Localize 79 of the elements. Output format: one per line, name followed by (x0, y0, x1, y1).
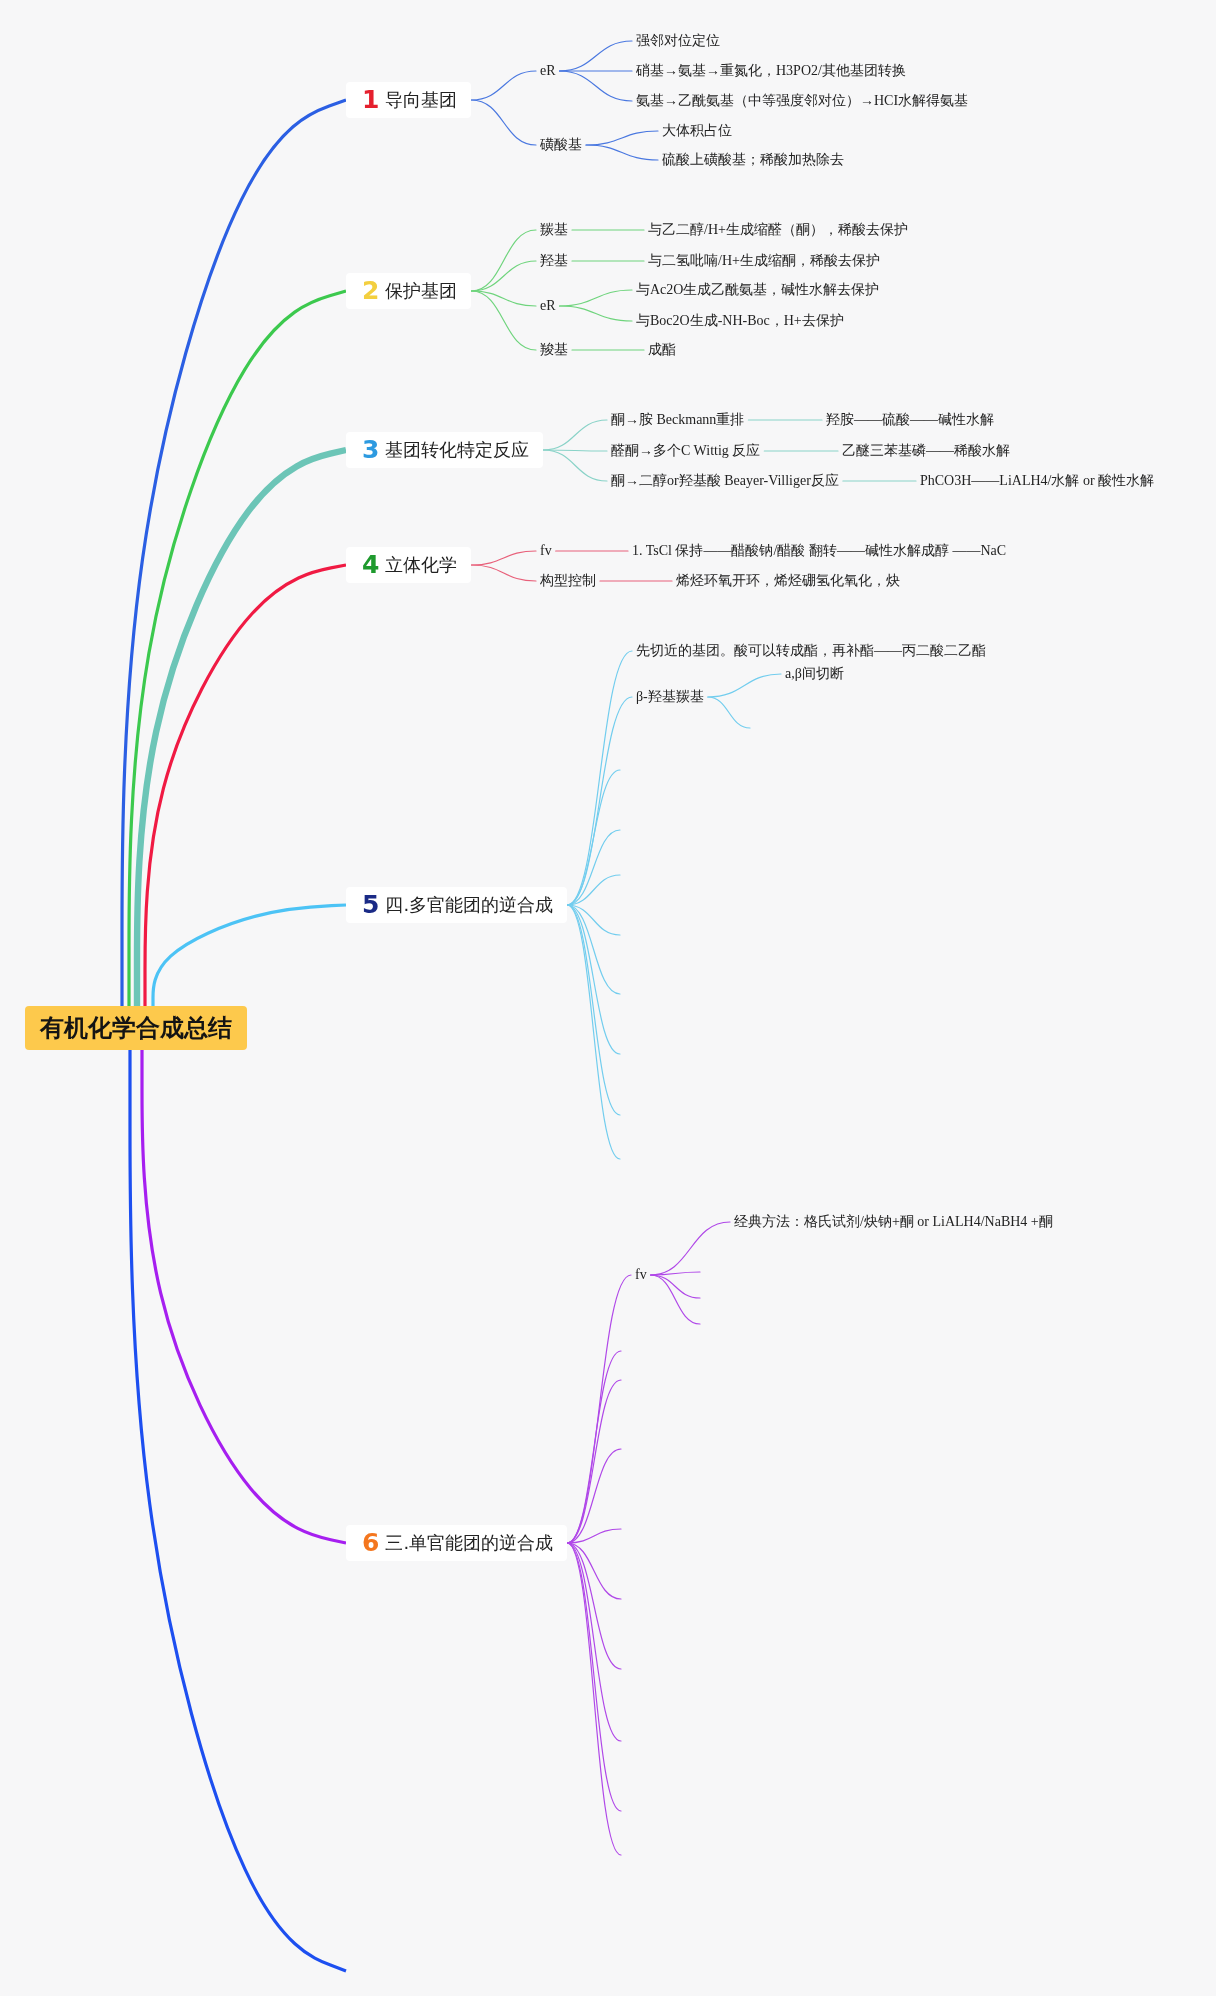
topic-title: 基团转化特定反应 (385, 438, 530, 462)
topic-title: 导向基团 (385, 88, 458, 112)
subtopic-text: fv (631, 1264, 651, 1286)
subtopic-text: 醛酮→多个C Wittig 反应 (607, 440, 765, 462)
subtopic-text: a,β间切断 (781, 663, 848, 685)
topic-number: 1 (362, 85, 380, 115)
branch-line (558, 305, 633, 322)
topic-box (346, 1525, 568, 1561)
subtopic-text: 酮→胺 Beckmann重排 (607, 409, 749, 431)
topic-title: 保护基团 (385, 279, 458, 303)
subtopic-text: 成酯 (644, 339, 680, 361)
subtopic-text: 1. TsCl 保持——醋酸钠/醋酸 翻转——碱性水解成醇 ——NaC (628, 540, 1011, 562)
branch-line (127, 289, 347, 1006)
branch-line (571, 349, 645, 351)
branch-line (747, 419, 823, 421)
subtopic-text: 与Ac2O生成乙酰氨基，碱性水解去保护 (632, 279, 884, 301)
branch-line (707, 696, 751, 729)
subtopic-text: 与乙二醇/H+生成缩醛（酮），稀酸去保护 (644, 219, 912, 241)
topic-title: 立体化学 (385, 553, 458, 577)
branch-line (707, 673, 782, 698)
subtopic-text: 乙醚三苯基磷——稀酸水解 (838, 440, 1014, 462)
subtopic-text: 先切近的基团。酸可以转成酯，再补酯——丙二酸二乙酯 (632, 640, 990, 662)
subtopic-text: 羧基 (536, 339, 572, 361)
subtopic-text: 经典方法：格氏试剂/炔钠+酮 or LiALH4/NaBH4 +酮 (730, 1211, 1057, 1233)
branch-line (650, 1274, 701, 1325)
branch-line (558, 70, 633, 102)
branch-line (133, 446, 347, 1006)
branch-line (151, 903, 347, 1006)
subtopic-text: 强邻对位定位 (632, 30, 724, 52)
topic-box (346, 887, 568, 923)
subtopic-text: PhCO3H——LiALH4/水解 or 酸性水解 (916, 470, 1159, 492)
branch-line (566, 904, 621, 1160)
subtopic-text: 氨基→乙酰氨基（中等强度邻对位）→HCI水解得氨基 (632, 90, 973, 112)
branch-line (470, 564, 537, 582)
topic-box (346, 432, 544, 468)
branch-line (763, 450, 839, 452)
subtopic-text: 大体积占位 (658, 120, 736, 142)
subtopic-text: 磺酸基 (536, 134, 586, 156)
topic-number: 3 (362, 435, 380, 465)
branch-line (650, 1274, 701, 1299)
root-topic: 有机化学合成总结 (25, 1006, 247, 1050)
branch-line (585, 144, 659, 161)
subtopic-text: fv (536, 540, 556, 562)
branch-line (143, 563, 347, 1006)
branch-line (470, 70, 537, 101)
branch-line (470, 290, 537, 351)
topic-number: 6 (362, 1528, 380, 1558)
branch-line (571, 260, 645, 262)
subtopic-text: 与二氢吡喃/H+生成缩酮，稀酸去保护 (644, 250, 884, 272)
branch-line (140, 1050, 347, 1545)
branch-line (599, 580, 673, 582)
branch-line (571, 229, 645, 231)
topic-title: 三.单官能团的逆合成 (385, 1531, 554, 1555)
subtopic-text: β-羟基羰基 (632, 686, 708, 708)
topic-number: 2 (362, 276, 380, 306)
topic-number: 4 (362, 550, 380, 580)
subtopic-text: 酮→二醇or羟基酸 Beayer-Villiger反应 (607, 470, 843, 492)
subtopic-text: 硝基→氨基→重氮化，H3PO2/其他基团转换 (632, 60, 910, 82)
subtopic-text: 硫酸上磺酸基；稀酸加热除去 (658, 149, 848, 171)
branch-line (842, 480, 917, 482)
subtopic-text: 羟基 (536, 250, 572, 272)
subtopic-text: eR (536, 295, 560, 317)
branch-line (470, 99, 537, 146)
subtopic-text: 烯烃环氧开环，烯烃硼氢化氧化，炔 (672, 570, 904, 592)
subtopic-text: 羰基 (536, 219, 572, 241)
topic-box (346, 82, 472, 118)
branch-line (555, 550, 629, 552)
subtopic-text: 与Boc2O生成-NH-Boc，H+去保护 (632, 310, 848, 332)
topic-number: 5 (362, 890, 380, 920)
branch-line (542, 449, 608, 482)
topic-box (346, 273, 472, 309)
branch-line (120, 98, 347, 1006)
subtopic-text: 羟胺——硫酸——碱性水解 (822, 409, 998, 431)
subtopic-text: eR (536, 60, 560, 82)
subtopic-text: 构型控制 (536, 570, 600, 592)
branch-line (470, 290, 537, 307)
branch-line (128, 1050, 347, 1973)
topic-title: 四.多官能团的逆合成 (385, 893, 554, 917)
topic-box (346, 547, 472, 583)
